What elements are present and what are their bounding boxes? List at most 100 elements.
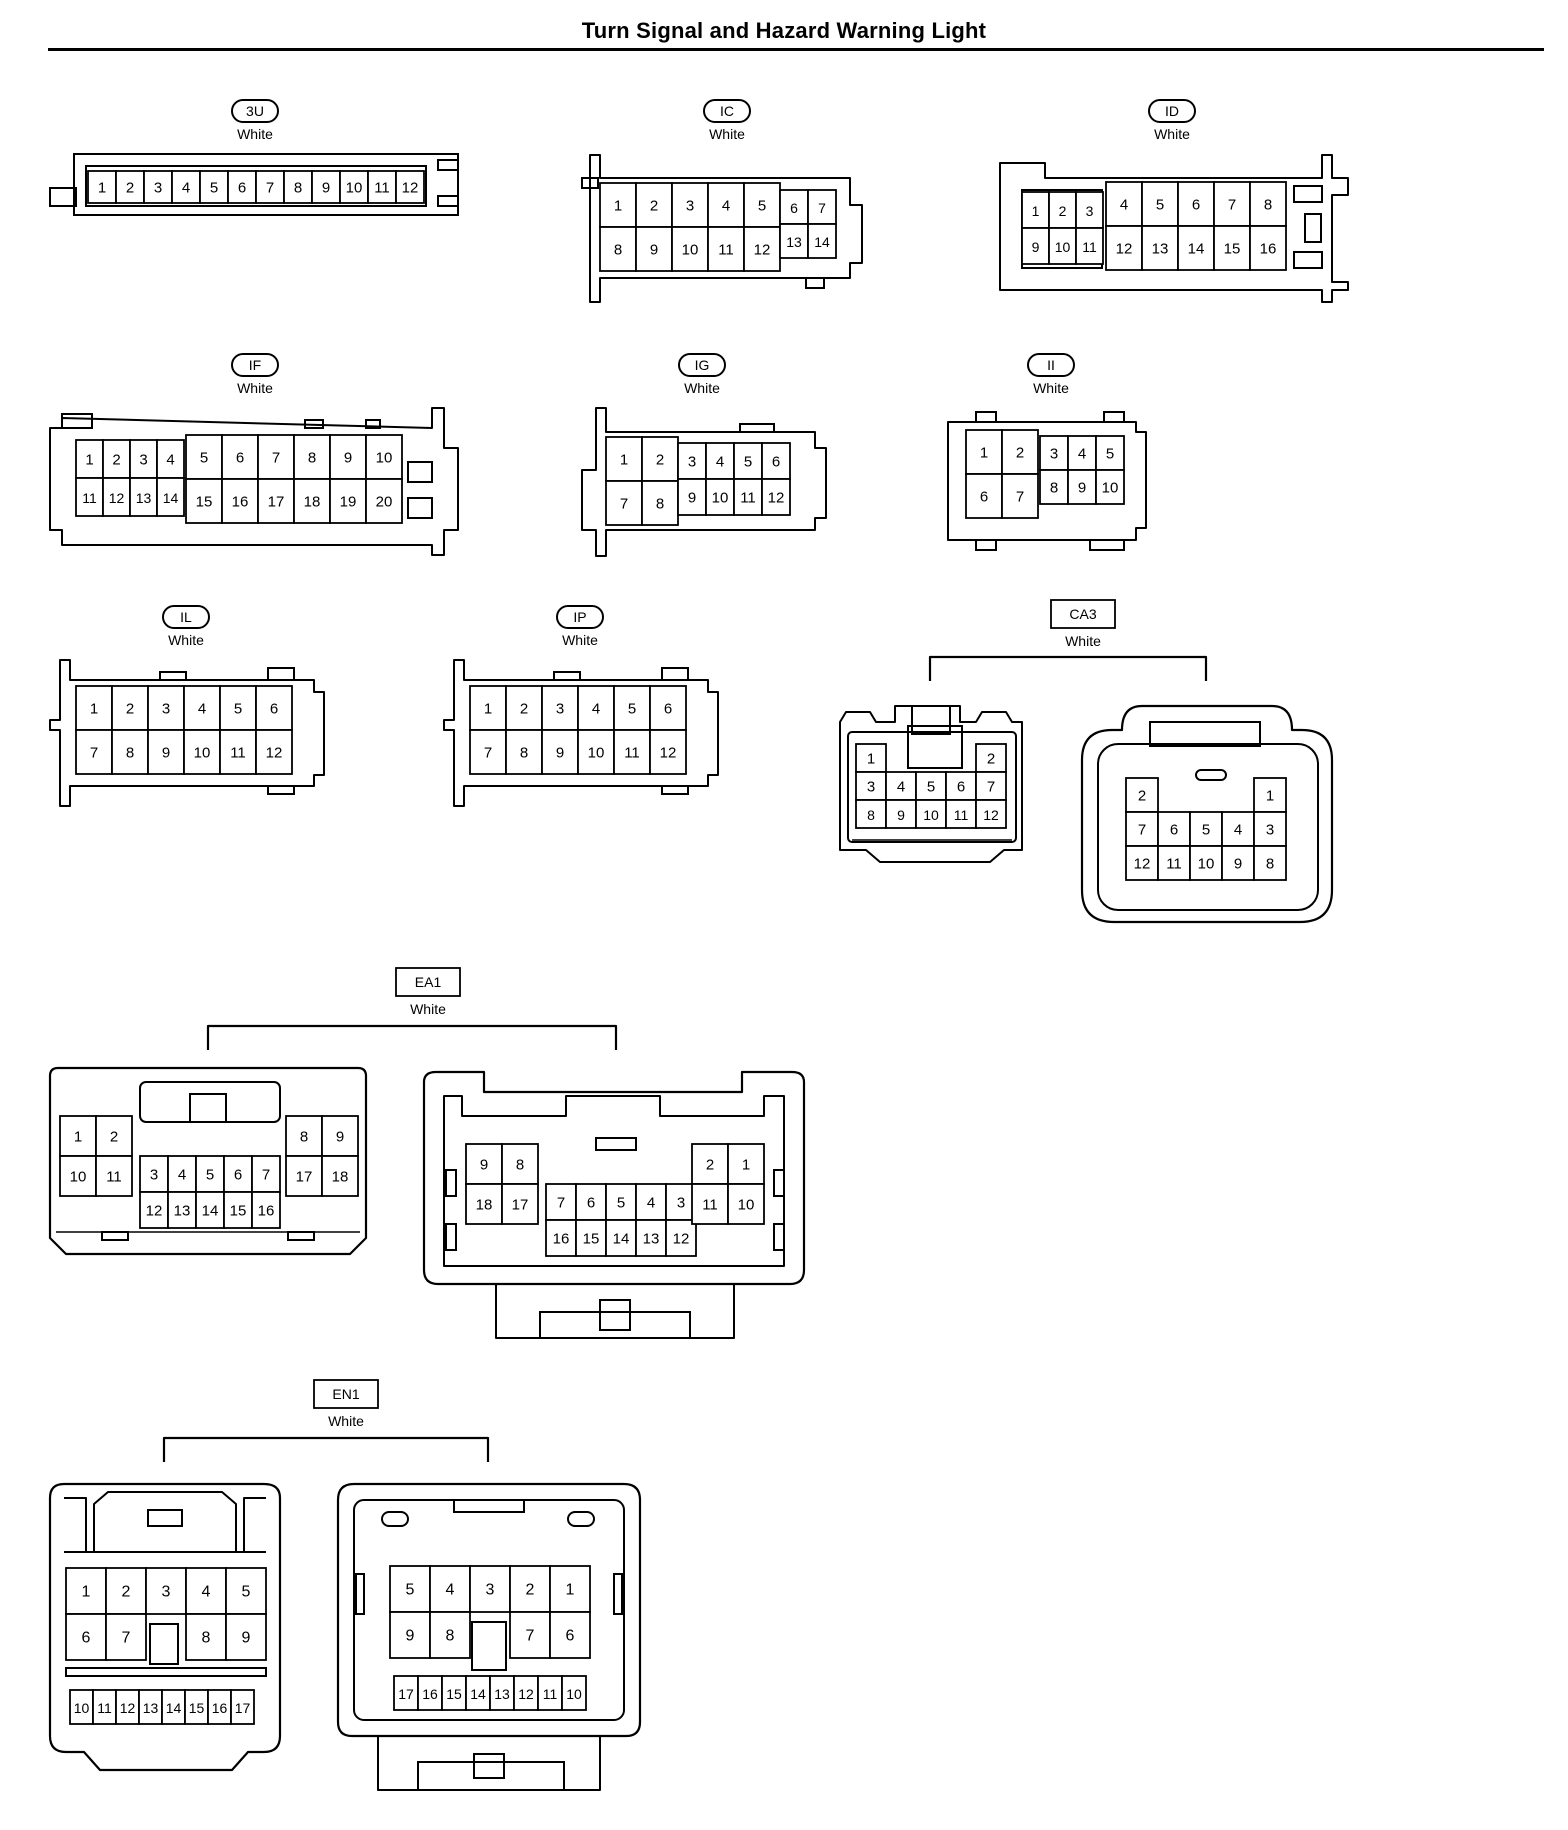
oval-slot (567, 1511, 595, 1527)
pin-cell (1141, 181, 1179, 227)
group-bracket (206, 1024, 618, 1050)
pin-number: 4 (897, 779, 905, 796)
pin-number: 3 (867, 779, 875, 796)
pin-cell (469, 685, 507, 731)
pin-cell (807, 223, 837, 259)
pin-number: 2 (110, 1129, 118, 1146)
pin-cell (111, 729, 149, 775)
pin-number: 18 (476, 1197, 493, 1214)
pin-number: 15 (189, 1700, 205, 1716)
pin-cell (230, 1689, 255, 1725)
pin-cell (195, 1155, 225, 1193)
pin-cell (605, 436, 643, 482)
pin-cell (329, 478, 367, 524)
pin-number: 3 (688, 454, 696, 471)
latch-tab (304, 419, 324, 429)
pin-number: 8 (1266, 856, 1274, 873)
connector-color: White (562, 632, 598, 648)
pin-cell (1125, 777, 1159, 813)
connector-id-badge (678, 353, 726, 377)
pin-number: 8 (126, 745, 134, 762)
pin-cell (705, 478, 735, 516)
pin-cell (945, 771, 977, 801)
pin-cell (707, 182, 745, 228)
pin-number: 10 (712, 490, 729, 507)
title-rule (48, 48, 1544, 51)
pin-number: 1 (620, 452, 628, 469)
pin-number: 12 (266, 745, 283, 762)
pin-cell (285, 1155, 323, 1197)
pin-cell (649, 729, 687, 775)
housing-outline (422, 1070, 806, 1286)
pin-number: 17 (398, 1686, 414, 1702)
pin-number: 14 (470, 1686, 486, 1702)
pin-cell (1075, 227, 1104, 265)
latch-tab (1103, 411, 1125, 423)
pin-number: 16 (212, 1700, 228, 1716)
pin-number: 11 (82, 490, 97, 506)
pin-cell (251, 1155, 281, 1193)
connector-id-badge (231, 99, 279, 123)
pin-cell (1067, 435, 1097, 471)
pin-number: 10 (588, 745, 605, 762)
latch-tab (407, 497, 433, 519)
pin-number: 6 (236, 450, 244, 467)
pin-number: 12 (768, 490, 785, 507)
pin-number: 1 (742, 1157, 750, 1174)
pin-number: 4 (182, 180, 190, 197)
pin-number: 7 (122, 1630, 131, 1647)
pin-cell (1221, 811, 1255, 847)
pin-number: 10 (1102, 480, 1119, 497)
pin-number: 7 (620, 496, 628, 513)
pin-cell (393, 1675, 419, 1711)
pin-number: 10 (682, 242, 699, 259)
pin-cell (671, 226, 709, 272)
pin-number: 6 (790, 200, 798, 216)
pin-number: 5 (210, 180, 218, 197)
pin-number: 12 (518, 1686, 534, 1702)
pin-cell (105, 1613, 147, 1661)
pin-cell (395, 170, 425, 204)
pin-cell (389, 1611, 431, 1659)
pin-cell (365, 478, 403, 524)
key-slot (595, 1137, 637, 1151)
pin-number: 2 (520, 701, 528, 718)
pin-number: 4 (1234, 822, 1242, 839)
pin-cell (605, 480, 643, 526)
pin-number: 8 (516, 1157, 524, 1174)
pin-number: 15 (196, 494, 213, 511)
housing-outline (48, 1066, 368, 1256)
pin-number: 9 (688, 490, 696, 507)
pin-number: 14 (202, 1203, 219, 1220)
connector-color: White (1033, 380, 1069, 396)
pin-number: 14 (1188, 241, 1205, 258)
pin-cell (1048, 191, 1077, 229)
pin-number: 5 (758, 198, 766, 215)
pin-cell (147, 729, 185, 775)
pin-cell (167, 1191, 197, 1229)
connector-id: IC (720, 103, 734, 119)
pin-cell (257, 434, 295, 480)
lock-tab (453, 1499, 525, 1513)
pin-cell (102, 439, 131, 479)
pin-number: 5 (242, 1584, 251, 1601)
latch-tab (1293, 185, 1323, 203)
pin-number: 8 (1050, 480, 1058, 497)
pin-number: 11 (230, 745, 246, 762)
pin-number: 2 (1059, 203, 1067, 219)
pin-number: 3 (677, 1195, 685, 1212)
latch-tab (49, 187, 77, 207)
lock-tab (189, 1093, 227, 1123)
pin-cell (469, 729, 507, 775)
connector-id-box (313, 1379, 379, 1409)
connector-id: 3U (246, 103, 264, 119)
pin-cell (185, 1613, 227, 1661)
pin-number: 7 (484, 745, 492, 762)
housing-outline (49, 407, 459, 556)
pin-number: 3 (486, 1582, 495, 1599)
pin-cell (75, 685, 113, 731)
pin-number: 4 (446, 1582, 455, 1599)
latch-tab (581, 177, 599, 189)
pin-number: 7 (90, 745, 98, 762)
pin-number: 10 (70, 1169, 87, 1186)
